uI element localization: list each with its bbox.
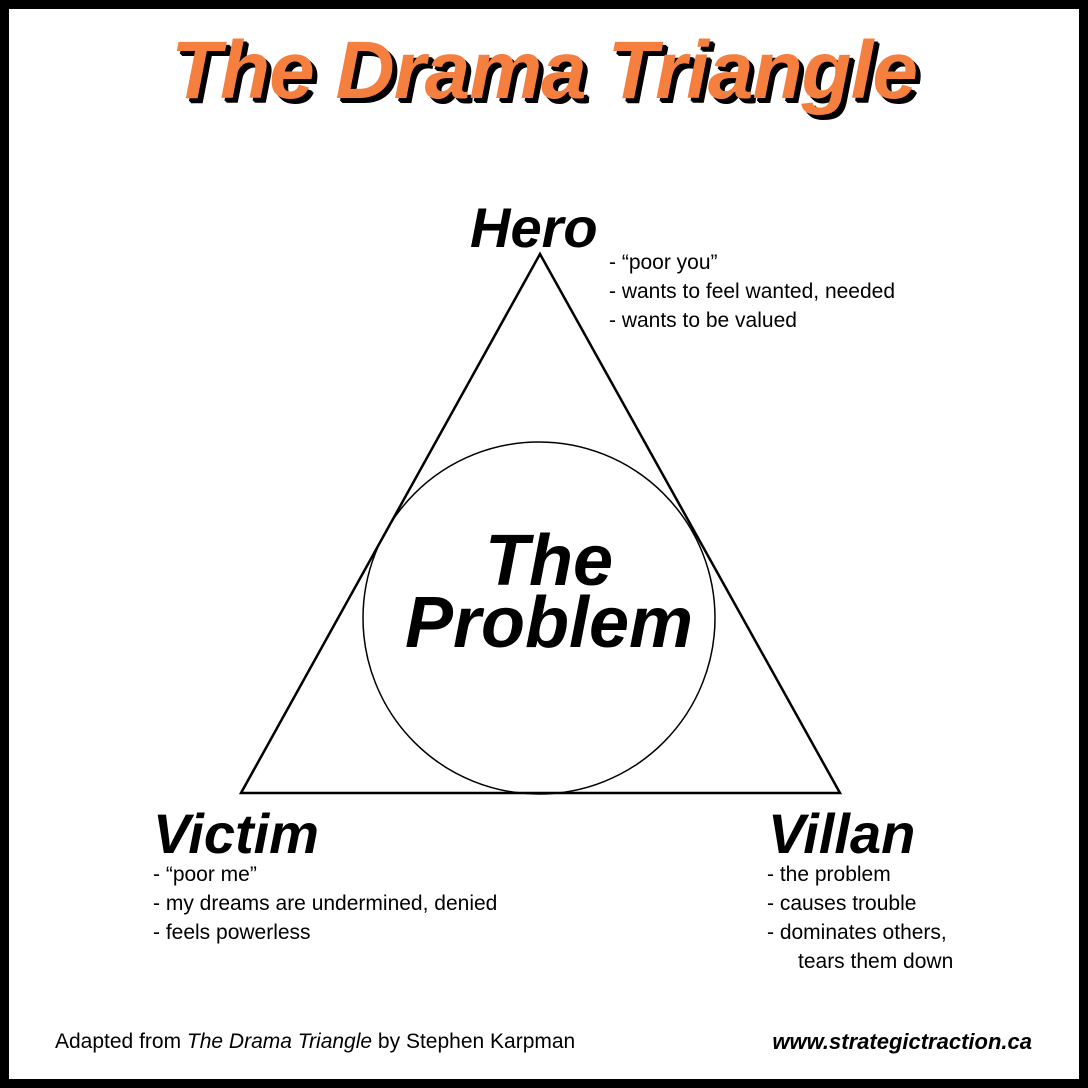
villan-trait: - dominates others,	[767, 921, 947, 944]
villan-trait: - causes trouble	[767, 892, 917, 915]
hero-trait: - “poor you”	[609, 251, 718, 274]
credit-title: The Drama Triangle	[186, 1030, 373, 1053]
center-label-line2: Problem	[404, 583, 694, 663]
center-label: The Problem	[363, 521, 735, 663]
victim-heading: Victim	[153, 802, 319, 865]
hero-trait: - wants to feel wanted, needed	[609, 280, 896, 303]
credit-suffix: by Stephen Karpman	[372, 1030, 576, 1053]
villan-trait: tears them down	[798, 950, 954, 973]
hero-heading: Hero	[470, 196, 598, 259]
hero-trait: - wants to be valued	[609, 309, 797, 332]
credit-prefix: Adapted from	[55, 1030, 187, 1053]
hero-traits: - “poor you” - wants to feel wanted, nee…	[609, 248, 895, 335]
villan-trait: - the problem	[767, 863, 891, 886]
villan-heading: Villan	[768, 802, 916, 865]
villan-traits: - the problem - causes trouble - dominat…	[767, 860, 953, 976]
page-title: The Drama Triangle	[170, 25, 918, 116]
victim-traits: - “poor me” - my dreams are undermined, …	[153, 860, 497, 947]
victim-trait: - “poor me”	[153, 863, 257, 886]
website-link[interactable]: www.strategictraction.ca	[772, 1029, 1032, 1054]
victim-trait: - feels powerless	[153, 921, 311, 944]
page-frame	[9, 9, 1079, 1079]
victim-trait: - my dreams are undermined, denied	[153, 892, 498, 915]
attribution-credit: Adapted from The Drama Triangle by Steph…	[55, 1031, 575, 1052]
problem-circle	[362, 441, 716, 795]
center-label-line1: The	[484, 521, 613, 601]
